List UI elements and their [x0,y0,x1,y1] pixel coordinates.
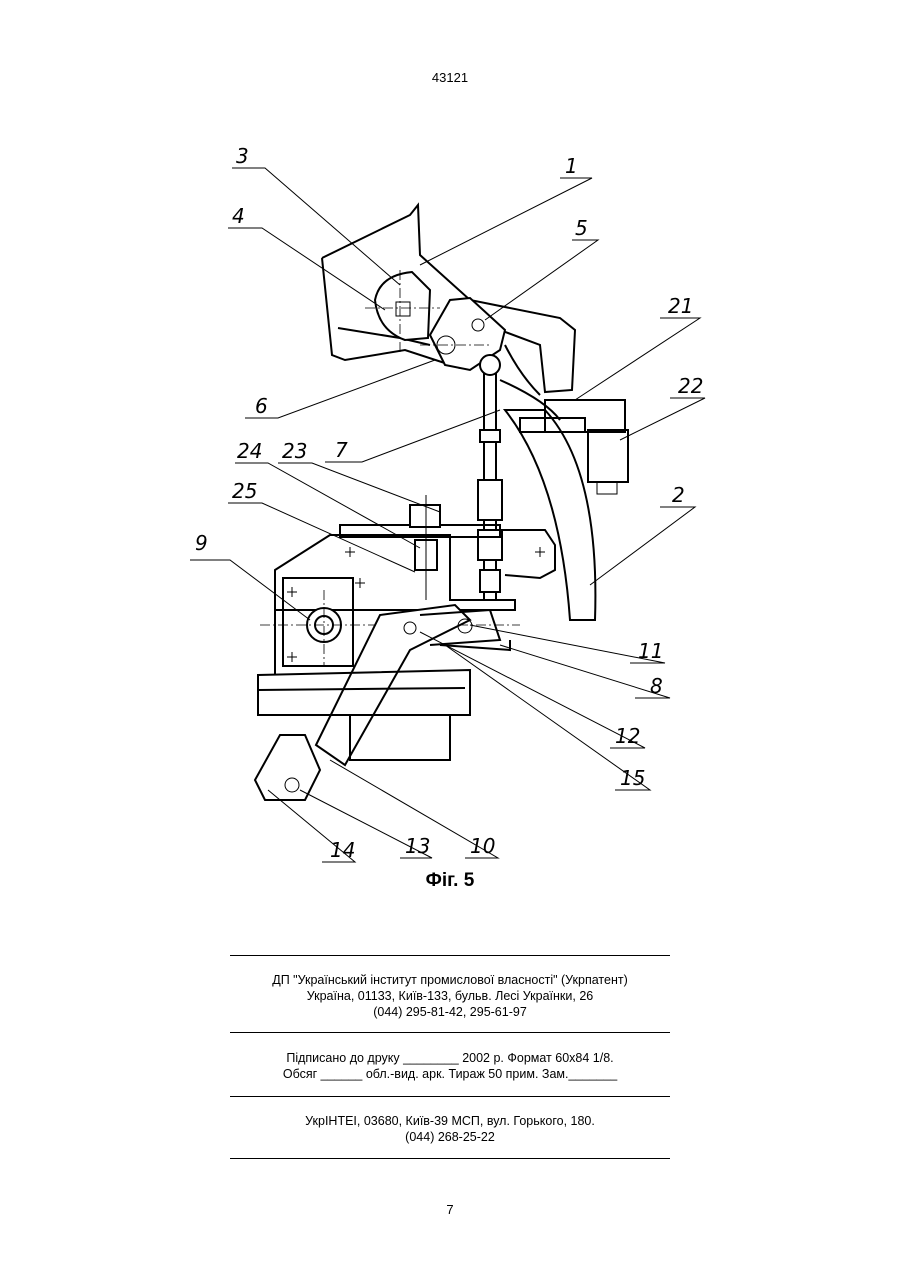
label-12: 12 [615,724,640,748]
label-13: 13 [405,834,430,858]
label-6: 6 [255,394,268,418]
divider [230,955,670,956]
print-line-1: Підписано до друку ________ 2002 р. Форм… [0,1050,900,1066]
publisher-info: ДП "Український інститут промислової вла… [0,972,900,1020]
label-24: 24 [237,439,262,463]
publisher-line-3: (044) 295-81-42, 295-61-97 [0,1004,900,1020]
label-14: 14 [330,838,355,862]
publisher-line-1: ДП "Український інститут промислової вла… [0,972,900,988]
divider [230,1158,670,1159]
divider [230,1032,670,1033]
label-25: 25 [232,479,257,503]
label-10: 10 [470,834,495,858]
label-23: 23 [282,439,307,463]
label-22: 22 [678,374,703,398]
label-21: 21 [668,294,693,318]
technical-drawing: 3 4 1 5 6 7 21 22 2 24 23 25 9 11 8 12 1… [0,0,900,870]
label-3: 3 [236,144,249,168]
label-5: 5 [575,216,588,240]
printer-line-1: УкрІНТЕІ, 03680, Київ-39 МСП, вул. Горьк… [0,1113,900,1129]
print-info: Підписано до друку ________ 2002 р. Форм… [0,1050,900,1082]
print-line-2: Обсяг ______ обл.-вид. арк. Тираж 50 при… [0,1066,900,1082]
publisher-line-2: Україна, 01133, Київ-133, бульв. Лесі Ук… [0,988,900,1004]
label-8: 8 [650,674,663,698]
printer-line-2: (044) 268-25-22 [0,1129,900,1145]
label-11: 11 [638,639,663,663]
printer-info: УкрІНТЕІ, 03680, Київ-39 МСП, вул. Горьк… [0,1113,900,1145]
label-2: 2 [672,483,685,507]
label-1: 1 [565,154,578,178]
label-15: 15 [620,766,645,790]
label-4: 4 [232,204,245,228]
page-number: 7 [0,1202,900,1217]
label-7: 7 [335,438,348,462]
divider [230,1096,670,1097]
label-9: 9 [195,531,208,555]
figure-caption: Фіг. 5 [0,870,900,892]
